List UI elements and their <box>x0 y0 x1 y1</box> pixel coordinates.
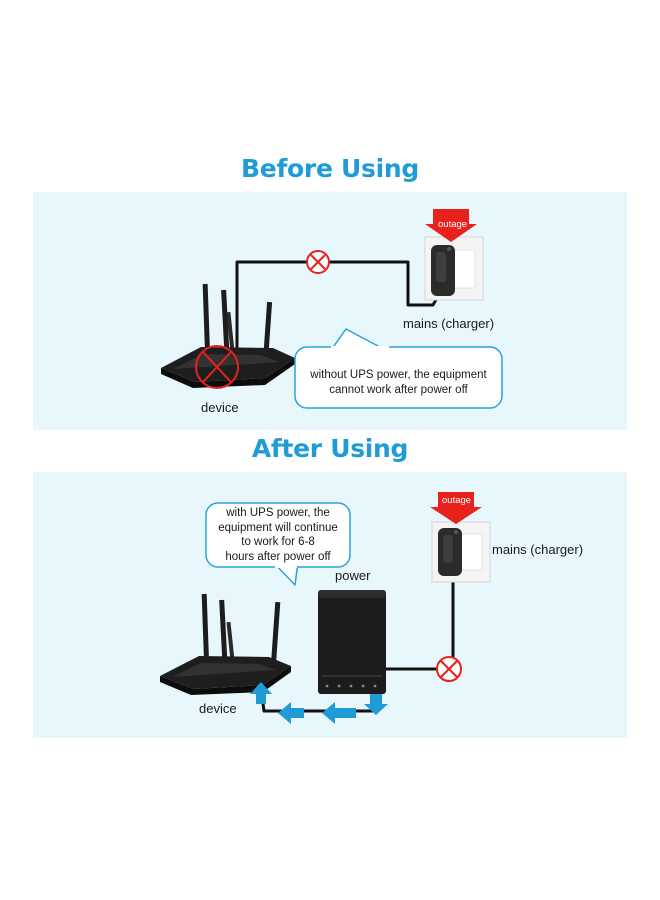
before-panel: outage mains (charger) device without UP… <box>33 192 627 430</box>
after-scene <box>160 492 491 724</box>
before-title: Before Using <box>241 154 419 183</box>
flow-arrow-left-icon <box>278 702 304 724</box>
ups-power-bank-icon <box>318 590 386 694</box>
power-flow-arrows <box>250 682 388 724</box>
router-icon <box>160 593 291 695</box>
before-bubble-line1: without UPS power, the equipment <box>310 369 487 381</box>
disconnect-x-icon <box>436 656 462 682</box>
flow-arrow-left-icon <box>322 702 356 724</box>
after-bubble-text: with UPS power, the equipment will conti… <box>206 506 350 564</box>
before-bubble-line2: cannot work after power off <box>329 384 468 396</box>
before-mains-label: mains (charger) <box>403 316 495 331</box>
after-device-label: device <box>199 701 237 716</box>
after-bubble-line4: hours after power off <box>225 550 331 563</box>
after-bubble-line2: equipment will continue <box>218 521 338 534</box>
device-fail-x-icon <box>195 345 239 389</box>
before-bubble-text: without UPS power, the equipment cannot … <box>295 368 502 398</box>
before-device-label: device <box>201 400 239 415</box>
outage-arrow-icon <box>425 209 477 242</box>
after-bubble-line3: to work for 6-8 <box>241 536 315 548</box>
wall-socket-adapter-icon <box>424 236 484 301</box>
after-title: After Using <box>251 434 409 463</box>
flow-arrow-up-icon <box>250 682 272 704</box>
wall-socket-adapter-icon <box>431 521 491 583</box>
outage-arrow-icon <box>430 492 482 524</box>
flow-arrow-down-icon <box>364 694 388 715</box>
before-outage-label: outage <box>438 219 468 230</box>
after-speech-bubble <box>205 502 351 586</box>
before-speech-bubble <box>294 328 503 409</box>
disconnect-x-icon <box>306 250 330 274</box>
after-bubble-line1: with UPS power, the <box>226 507 330 519</box>
before-cable <box>221 260 443 362</box>
after-mains-cable <box>385 574 455 671</box>
after-outage-label: outage <box>442 495 472 506</box>
before-scene <box>161 209 503 409</box>
after-panel: outage mains (charger) power device with… <box>33 472 627 738</box>
router-icon <box>161 283 295 388</box>
after-mains-label: mains (charger) <box>492 542 584 557</box>
after-power-label: power <box>335 568 371 583</box>
